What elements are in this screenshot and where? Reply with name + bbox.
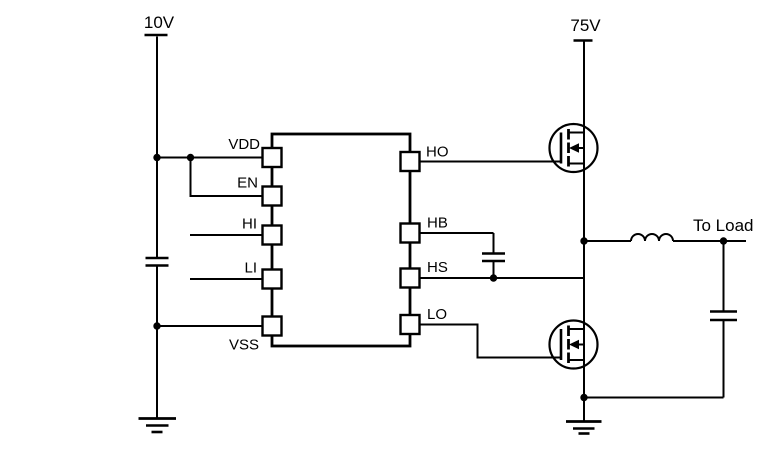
junction-dot-rail-vdd bbox=[153, 153, 161, 162]
pin-box-vss bbox=[261, 315, 283, 337]
pin-box-li bbox=[261, 268, 283, 290]
bootstrap-capacitor bbox=[482, 252, 505, 263]
junction-dot-en-branch bbox=[186, 153, 195, 162]
pin-label-hb: HB bbox=[427, 215, 448, 232]
gate-driver-ic: VDD EN HI LI VSS HO HB HS LO bbox=[228, 132, 449, 354]
mosfet-high-body-arrow bbox=[569, 143, 579, 153]
pin-label-ho: HO bbox=[426, 144, 449, 161]
pin-label-vdd: VDD bbox=[228, 136, 260, 153]
pin-label-lo: LO bbox=[427, 306, 447, 323]
junction-dot-rail-vss bbox=[153, 322, 161, 330]
right-supply-rail: 75V bbox=[570, 16, 601, 421]
pin-box-hs bbox=[399, 267, 421, 289]
output-branch: To Load bbox=[584, 216, 754, 399]
mosfet-low-side bbox=[548, 319, 599, 370]
pin-box-en bbox=[261, 185, 283, 207]
pin-label-li: LI bbox=[244, 260, 257, 277]
pin-box-vdd bbox=[261, 146, 283, 169]
output-inductor-coil bbox=[630, 233, 674, 242]
pin-box-ho bbox=[399, 150, 421, 173]
pin-box-hi bbox=[261, 224, 283, 246]
pin-box-lo bbox=[399, 313, 421, 336]
ic-body bbox=[270, 132, 412, 348]
supply-left-label: 10V bbox=[144, 13, 175, 32]
left-supply-rail: 10V bbox=[144, 13, 175, 418]
left-wiring bbox=[153, 153, 263, 330]
to-load-label: To Load bbox=[693, 216, 754, 235]
ground-right-symbol bbox=[566, 420, 602, 435]
mosfet-low-body-arrow bbox=[569, 339, 579, 350]
mosfet-high-side bbox=[548, 122, 599, 174]
pin-label-hi: HI bbox=[242, 216, 257, 233]
supply-right-label: 75V bbox=[570, 16, 601, 35]
pin-label-en: EN bbox=[237, 175, 258, 192]
junction-dot-bootstrap-hs bbox=[489, 274, 498, 282]
mosfet-low-circle bbox=[548, 319, 599, 370]
wire-en bbox=[189, 157, 263, 197]
wire-lo-to-low-gate bbox=[419, 323, 561, 359]
input-capacitor bbox=[145, 256, 169, 267]
pin-label-vss: VSS bbox=[229, 337, 259, 354]
pin-label-hs: HS bbox=[427, 259, 448, 276]
right-wiring bbox=[419, 160, 588, 402]
pin-box-hb bbox=[399, 222, 421, 244]
ground-left-symbol bbox=[138, 417, 176, 434]
mosfet-high-circle bbox=[548, 122, 599, 174]
